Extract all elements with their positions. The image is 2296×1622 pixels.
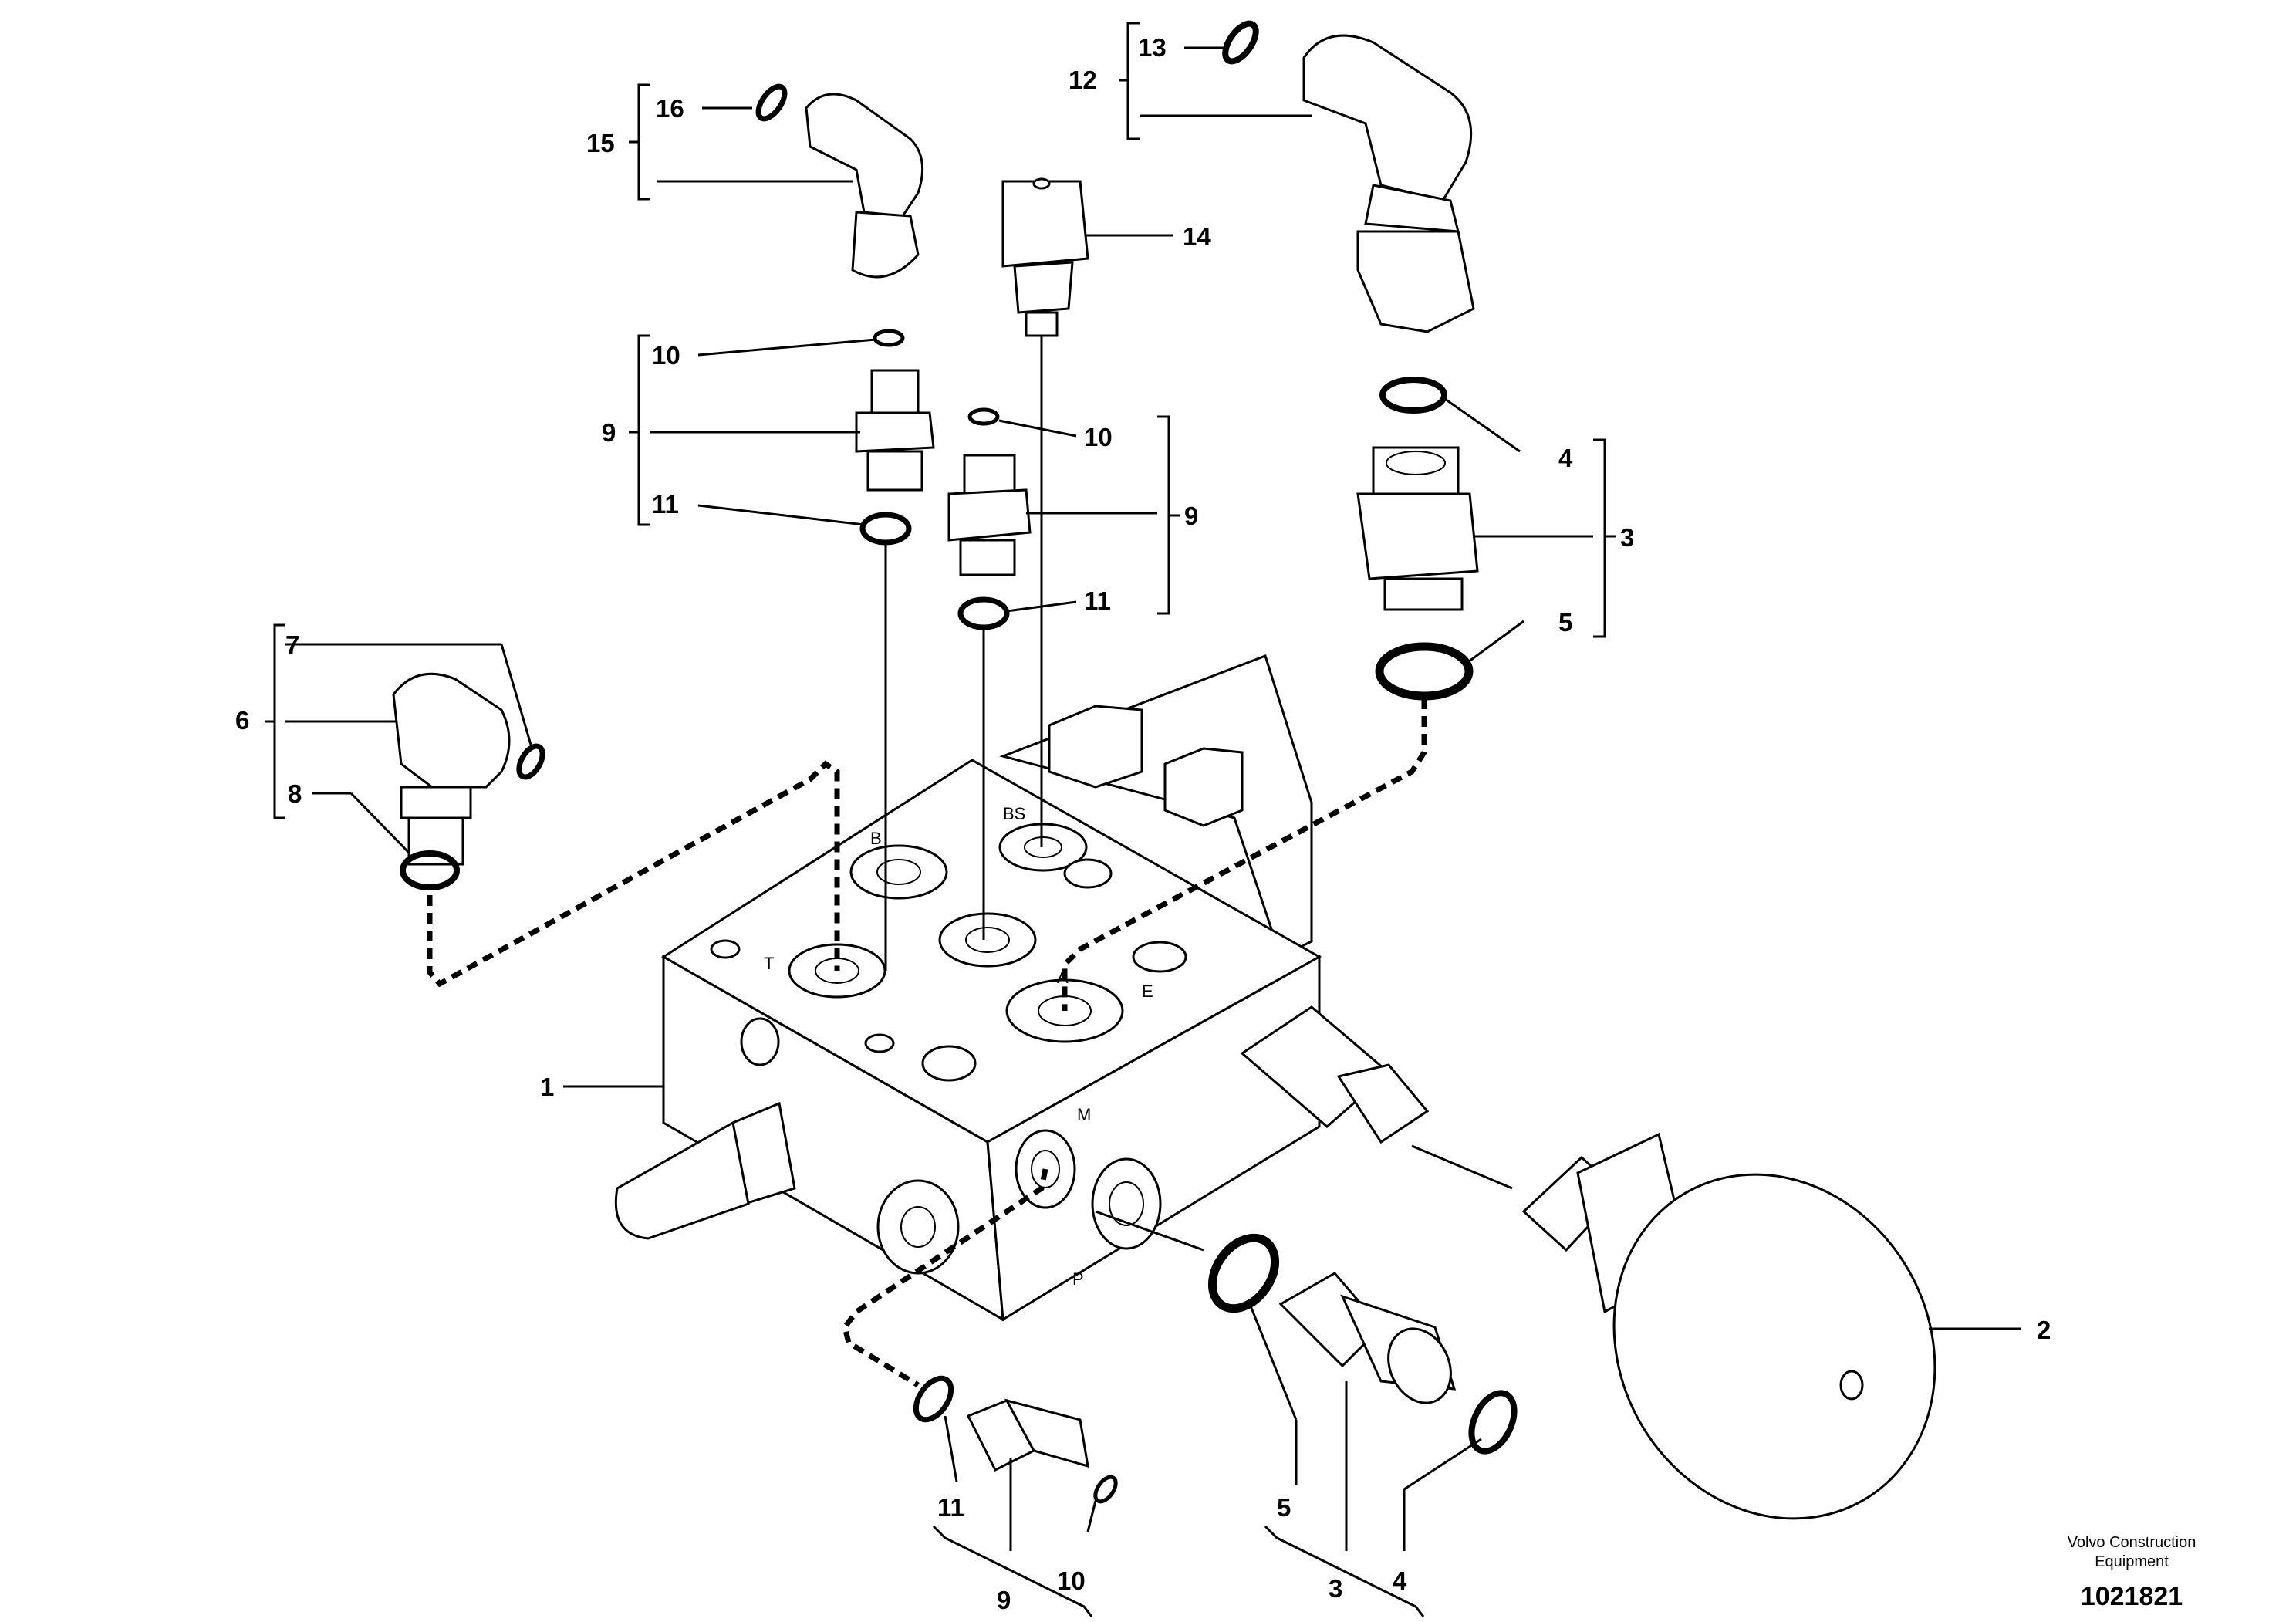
port-label-t: T [764, 954, 774, 973]
credit-line-2: Equipment [2095, 1553, 2169, 1570]
callout-3-lower: 3 [1329, 1574, 1342, 1603]
o-ring-4b [1468, 1390, 1518, 1455]
o-ring-5b [1207, 1233, 1280, 1313]
o-ring-11b [957, 596, 1010, 630]
callout-8: 8 [288, 779, 302, 808]
callout-7: 7 [285, 630, 299, 659]
callout-10-upper: 10 [652, 341, 680, 370]
callout-4-lower: 4 [1393, 1566, 1407, 1595]
callout-11-right: 11 [1084, 586, 1111, 615]
o-ring-10c [1093, 1475, 1118, 1504]
callout-14: 14 [1183, 222, 1211, 251]
valve-block [614, 654, 1430, 1322]
callout-2: 2 [2037, 1316, 2051, 1344]
nipple-9-lower [966, 1398, 1089, 1472]
elbow-fitting-6 [392, 672, 511, 866]
port-label-b: B [870, 829, 882, 848]
port-label-e: E [1142, 982, 1153, 1001]
o-ring-13 [1222, 20, 1259, 65]
callout-1: 1 [540, 1073, 554, 1101]
solenoid-connector-1 [1048, 705, 1143, 789]
solenoid-connector-2 [1163, 747, 1244, 827]
drawing-number: 1021821 [2081, 1582, 2183, 1611]
elbow-fitting-large [1302, 34, 1475, 333]
leader-lines [265, 22, 2021, 1617]
o-rings [400, 20, 1518, 1504]
nipple-3-lower [1278, 1272, 1457, 1404]
callout-3-upper: 3 [1620, 523, 1634, 552]
o-ring-11a [859, 512, 912, 546]
o-ring-5a [1375, 642, 1474, 701]
callout-12: 12 [1069, 66, 1097, 94]
callout-15: 15 [586, 129, 615, 157]
pressure-sensor [1001, 177, 1089, 337]
port-label-bs: BS [1003, 804, 1025, 823]
elbow-fitting-small [805, 93, 924, 279]
o-ring-10a [873, 329, 905, 347]
assembly-dashed-lines [427, 698, 1427, 1387]
port-label-p: P [1072, 1269, 1084, 1289]
callout-13: 13 [1138, 33, 1167, 62]
callout-5-lower: 5 [1277, 1493, 1291, 1522]
callout-11-bottom: 11 [937, 1493, 964, 1522]
o-ring-10b [967, 407, 1000, 426]
callout-labels: 1 2 3 3 4 4 5 5 6 7 8 9 9 9 10 10 10 11 … [235, 33, 2051, 1614]
credit-line-1: Volvo Construction [2068, 1534, 2196, 1551]
callout-9-right: 9 [1184, 502, 1198, 530]
callout-16: 16 [656, 94, 684, 123]
o-ring-4a [1379, 377, 1447, 414]
o-ring-16 [755, 83, 788, 122]
callout-10-bottom: 10 [1057, 1566, 1086, 1595]
o-ring-7 [516, 743, 545, 780]
o-ring-11c [913, 1375, 954, 1423]
callout-10-right: 10 [1084, 423, 1113, 451]
callout-4-upper: 4 [1558, 444, 1573, 472]
callout-11-left: 11 [652, 490, 679, 519]
accumulator [1521, 1132, 1936, 1520]
nipple-3-upper [1356, 446, 1479, 611]
nipple-9-middle [947, 454, 1032, 576]
callout-6: 6 [235, 706, 249, 735]
nipple-9-upper [855, 369, 935, 492]
callout-9-left: 9 [602, 418, 616, 447]
callout-9-bottom: 9 [997, 1586, 1011, 1614]
o-ring-8 [400, 850, 460, 890]
drawing-credit: Volvo Construction Equipment 1021821 [2068, 1534, 2196, 1611]
callout-5-upper: 5 [1558, 608, 1572, 637]
port-label-m: M [1077, 1105, 1091, 1124]
